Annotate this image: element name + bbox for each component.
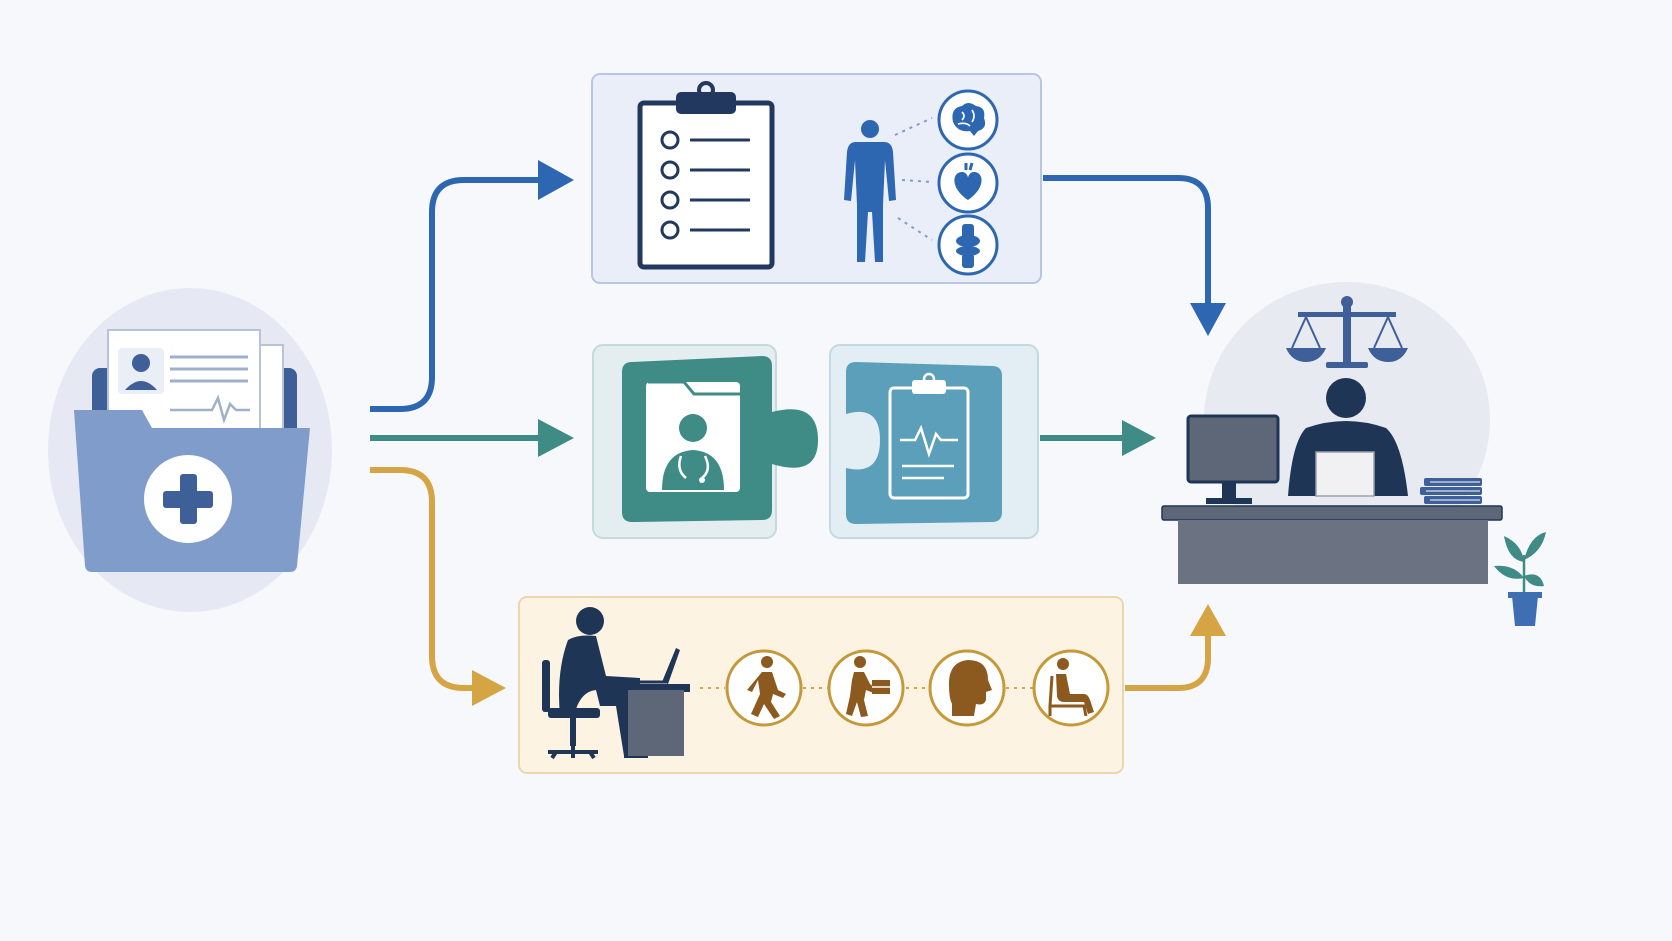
- blue-connector-in: [1043, 175, 1211, 306]
- blue-arrowhead-in: [1190, 303, 1226, 336]
- body-connectors: [894, 117, 933, 241]
- functional-capacity-panel: [518, 596, 1124, 774]
- clipboard-checklist-icon: [637, 81, 775, 270]
- stack-of-books-icon: [1420, 478, 1482, 504]
- walking-icon: [725, 649, 803, 727]
- ecg-icon: [170, 394, 250, 425]
- gold-connector-out: [370, 467, 476, 691]
- heart-icon: [937, 152, 999, 214]
- medical-records-folder: [48, 288, 332, 612]
- blue-arrowhead-out: [538, 160, 574, 200]
- blue-connector-out: [370, 177, 540, 412]
- lifting-icon: [827, 649, 905, 727]
- scales-of-justice-icon: [1286, 296, 1408, 368]
- folder-icon: [74, 329, 310, 572]
- connectors: [370, 160, 1226, 706]
- teal-arrowhead-in: [1122, 420, 1156, 456]
- plant-icon: [1494, 532, 1546, 626]
- doctor-puzzle-piece-icon: [592, 344, 818, 539]
- destination-backdrop: [1204, 282, 1490, 558]
- human-body-icon: [844, 120, 896, 262]
- medical-assessment-panel: [591, 73, 1042, 284]
- cognition-icon: [928, 649, 1006, 727]
- decision-maker: [1161, 282, 1546, 626]
- teal-arrowhead-out: [538, 419, 574, 457]
- adjudicator-icon: [1288, 378, 1408, 497]
- desk-worker-icon: [542, 607, 690, 760]
- computer-monitor-icon: [1186, 414, 1280, 504]
- gold-arrowhead-in: [1190, 604, 1226, 636]
- brain-icon: [937, 89, 999, 151]
- knee-joint-icon: [937, 214, 999, 276]
- medical-report-puzzle-piece-icon: [829, 344, 1039, 539]
- desk: [1161, 505, 1503, 584]
- evidence-matching-panel: [592, 344, 1039, 539]
- gold-connector-in: [1125, 632, 1211, 691]
- medical-cross-icon: [144, 455, 232, 543]
- sitting-icon: [1032, 649, 1110, 727]
- gold-arrowhead-out: [472, 670, 506, 706]
